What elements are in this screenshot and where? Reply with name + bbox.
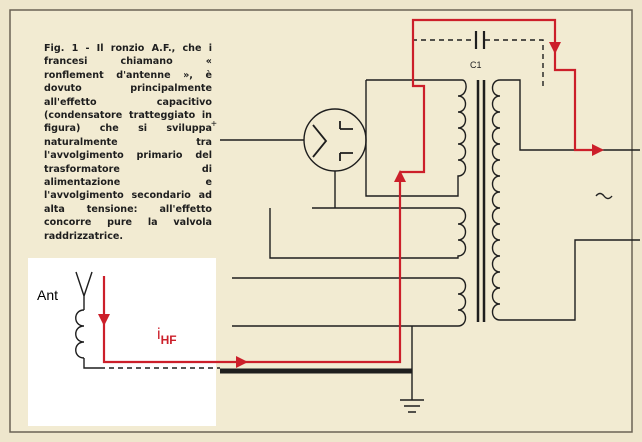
hf-arrow-antenna [98,314,110,326]
plus-terminal-label: + [211,119,217,130]
hf-arrow-riser [394,170,406,182]
antenna-coil-return [83,358,100,369]
hf-arrow-output [592,144,604,156]
hf-arrow-ihf [236,356,248,368]
hf-current-path-coupling [411,18,602,152]
hf-arrow-c1 [549,42,561,54]
antenna-label: Ant [37,287,59,303]
capacitor-c1-right-lead [485,39,544,86]
antenna-coil [75,309,85,359]
hf-current-subscript: HF [160,333,177,347]
figure-caption: Fig. 1 - Il ronzio A.F., che i francesi … [44,43,212,242]
ac-symbol-icon [595,192,613,200]
primary-winding [269,207,467,259]
mains-winding [232,277,467,327]
hf-current-path-primary [400,140,426,174]
antenna-inset [28,258,216,426]
ground-icon [400,399,424,413]
tube-cathode [312,124,328,158]
tube-anode-upper [339,121,353,130]
heater-winding [365,79,467,197]
secondary-bottom-lead [500,239,640,321]
tube-anode-lower [339,152,353,161]
antenna-icon [75,271,93,310]
hf-current-label: iHF [157,326,177,347]
hf-current-main: i [157,326,161,343]
hv-secondary-winding [491,79,501,321]
capacitor-c1-label: C1 [470,60,482,70]
